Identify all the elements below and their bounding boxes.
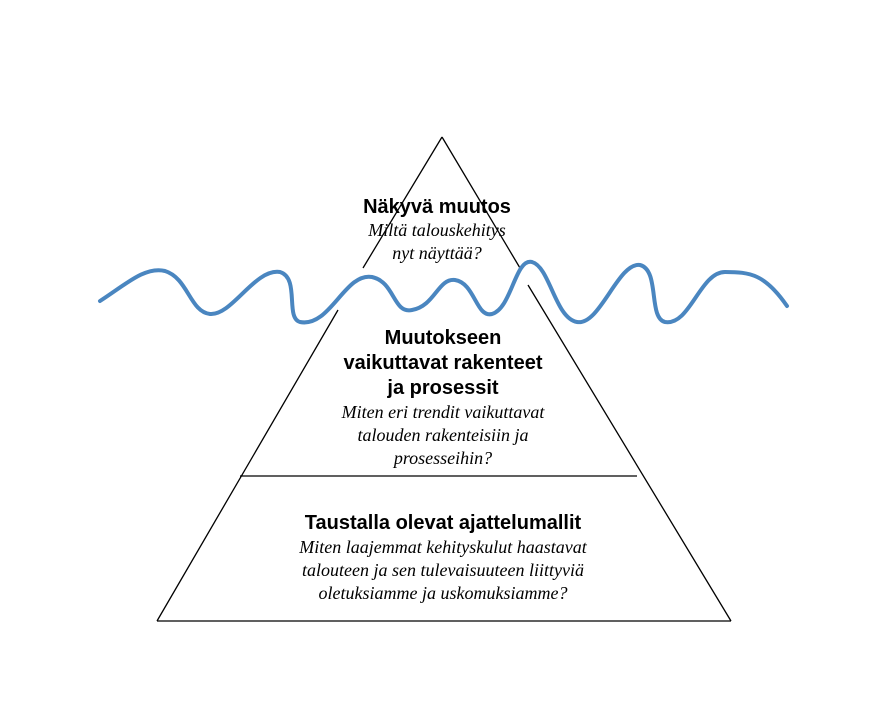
water-surface-wave xyxy=(98,259,789,325)
pyramid-lower-left-edge xyxy=(156,309,339,622)
top-level-subtitle-line-2: nyt näyttää? xyxy=(392,243,481,263)
middle-level-subtitle-line-2: talouden rakenteisiin ja xyxy=(358,425,529,445)
bottom-level-title: Taustalla olevat ajattelumallit xyxy=(305,512,582,534)
bottom-level-subtitle-line-1: Miten laajemmat kehityskulut haastavat xyxy=(298,537,587,557)
middle-level-title-line-1: Muutokseen xyxy=(385,327,502,349)
pyramid-lower-right-edge xyxy=(527,284,732,622)
middle-level-subtitle-line-3: prosesseihin? xyxy=(392,448,492,468)
bottom-level-subtitle-line-3: oletuksiamme ja uskomuksiamme? xyxy=(319,583,568,603)
pyramid-upper-right-edge xyxy=(441,136,521,269)
middle-level-title-line-3: ja prosessit xyxy=(386,377,499,399)
top-level-title: Näkyvä muutos xyxy=(363,196,511,218)
pyramid-upper-left-edge xyxy=(362,136,443,269)
middle-level-title-line-2: vaikuttavat rakenteet xyxy=(344,352,543,374)
bottom-level-subtitle-line-2: talouteen ja sen tulevaisuuteen liittyvi… xyxy=(302,560,584,580)
top-level-subtitle-line-1: Miltä talouskehitys xyxy=(367,220,505,240)
middle-level-subtitle-line-1: Miten eri trendit vaikuttavat xyxy=(341,402,546,422)
